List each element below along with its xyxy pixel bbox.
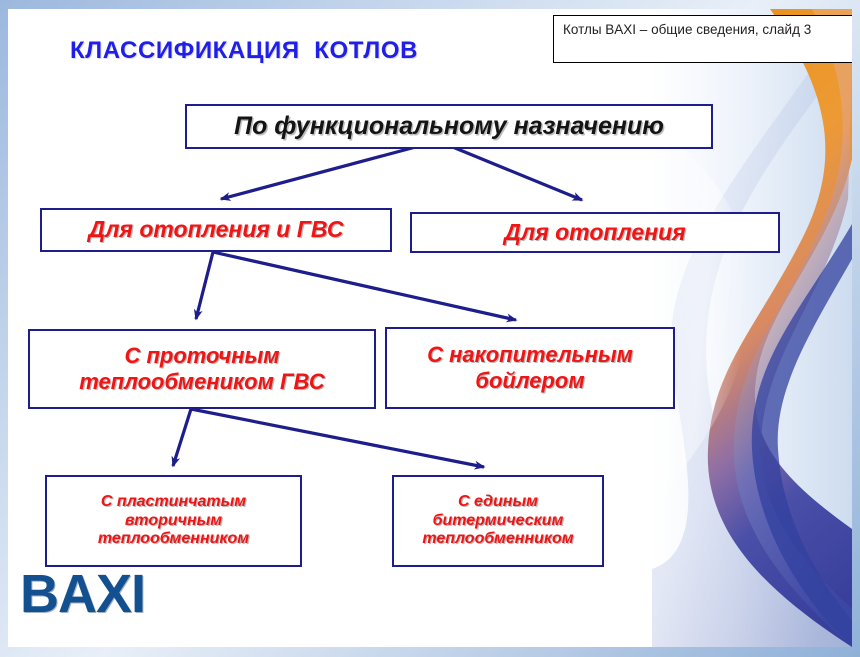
- node-heating-only: Для отопления: [410, 212, 780, 253]
- node-label: Для отопления и ГВС: [88, 216, 344, 243]
- edge-root-to-heat: [437, 139, 584, 202]
- edge-root-to-heat-dhw: [219, 139, 439, 201]
- node-label: С пластинчатым вторичным теплообменником: [97, 492, 250, 548]
- edge-heat-dhw-to-flow-hx: [193, 251, 215, 321]
- slide-canvas: КЛАССИФИКАЦИЯ КОТЛОВ Котлы BAXI – общие …: [8, 9, 852, 647]
- edge-heat-dhw-to-storage: [212, 250, 518, 323]
- node-plate-secondary-exchanger: С пластинчатым вторичным теплообменником: [45, 475, 302, 567]
- node-label: С единым битермическим теплообменником: [422, 492, 574, 548]
- page-title: КЛАССИФИКАЦИЯ КОТЛОВ: [70, 37, 419, 64]
- node-label: С накопительным бойлером: [427, 342, 633, 393]
- node-heating-and-dhw: Для отопления и ГВС: [40, 208, 392, 252]
- node-label: По функциональному назначению: [234, 111, 664, 140]
- node-storage-cylinder: С накопительным бойлером: [385, 327, 675, 409]
- baxi-logo: BAXI: [20, 564, 146, 624]
- slide-reference-note: Котлы BAXI – общие сведения, слайд 3: [553, 15, 852, 63]
- flowchart-connectors: [171, 139, 584, 470]
- node-label: Для отопления: [504, 218, 686, 245]
- node-instantaneous-dhw-exchanger: С проточным теплообмеником ГВС: [28, 329, 376, 409]
- node-functional-purpose: По функциональному назначению: [185, 104, 713, 149]
- node-bithermal-exchanger: С единым битермическим теплообменником: [392, 475, 604, 567]
- edge-flow-hx-to-bithermal: [190, 407, 486, 470]
- node-label: С проточным теплообмеником ГВС: [79, 343, 325, 394]
- edge-flow-hx-to-plate: [171, 408, 193, 468]
